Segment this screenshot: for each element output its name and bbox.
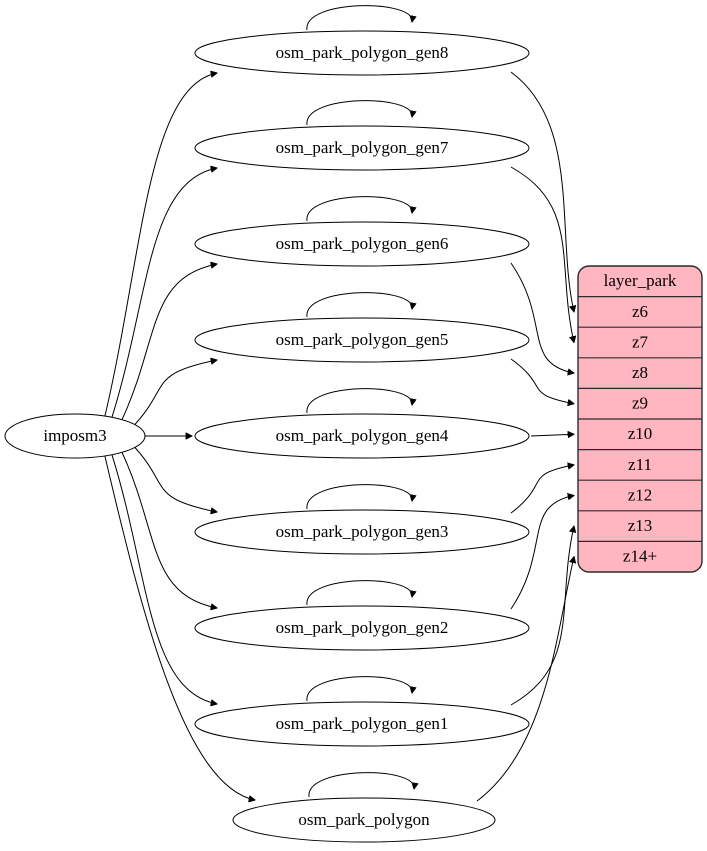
table-row-z10[interactable]: z10 [628,424,653,443]
node-gen3[interactable]: osm_park_polygon_gen3 [194,509,530,555]
node-gen1-label: osm_park_polygon_gen1 [276,714,449,733]
node-imposm3-label: imposm3 [43,426,106,445]
edge-imposm3-to-gen5 [132,360,217,427]
self-loop-edge-gen8 [306,5,412,31]
node-gen5-label: osm_park_polygon_gen5 [276,330,449,349]
node-gen6-label: osm_park_polygon_gen6 [276,234,449,253]
node-gen4-label: osm_park_polygon_gen4 [276,426,449,445]
node-gen7-shape [194,125,530,171]
self-loop-edge-gen5 [306,292,412,318]
node-gen4[interactable]: osm_park_polygon_gen4 [194,413,530,459]
node-gen6-shape [194,221,530,267]
layer-park-table[interactable]: layer_park z6 z7 z8 z9 z10 z11 z12 z13 z14+ [577,265,703,573]
node-gen8-label: osm_park_polygon_gen8 [276,43,449,62]
table-row-z14plus[interactable]: z14+ [623,547,657,566]
node-gen7[interactable]: osm_park_polygon_gen7 [194,125,530,171]
self-loop-edge-gen3 [306,484,412,510]
node-gen8-shape [194,30,530,76]
self-loop-edge-gen6 [306,196,412,222]
edge-gen1-to-z13 [510,526,574,706]
edge-gen4-to-z10 [530,434,574,436]
table-row-z9[interactable]: z9 [632,394,648,413]
table-row-z13[interactable]: z13 [628,516,653,535]
edge-imposm3-to-gen2 [121,451,217,608]
node-gen2[interactable]: osm_park_polygon_gen2 [194,605,530,651]
table-row-z8[interactable]: z8 [632,363,648,382]
node-base[interactable]: osm_park_polygon [232,797,496,843]
node-gen8[interactable]: osm_park_polygon_gen8 [194,30,530,76]
node-gen6[interactable]: osm_park_polygon_gen6 [194,221,530,267]
table-row-z7[interactable]: z7 [632,332,649,351]
edge-gen8-to-z6 [510,71,574,312]
self-loop-edge-gen1 [306,676,412,702]
edge-imposm3-to-gen6 [121,264,217,421]
node-gen2-shape [194,605,530,651]
edge-imposm3-to-gen3 [132,445,217,512]
edge-gen2-to-z12 [510,496,574,610]
edge-base-to-z14plus [476,557,574,802]
table-row-z12[interactable]: z12 [628,485,653,504]
node-gen3-shape [194,509,530,555]
node-gen2-label: osm_park_polygon_gen2 [276,618,449,637]
nodes-layer: imposm3 osm_park_polygon_gen8 osm_park_pol… [4,30,530,843]
table-row-z6[interactable]: z6 [632,302,648,321]
node-gen4-shape [194,413,530,459]
edge-imposm3-to-gen8 [104,73,217,417]
edge-gen7-to-z7 [510,166,574,343]
node-base-label: osm_park_polygon [298,810,430,829]
self-loop-edge-gen2 [306,580,412,606]
self-loop-edge-base [308,772,414,798]
edge-imposm3-to-base [104,455,255,800]
self-loop-edges-layer [306,5,414,798]
node-gen5[interactable]: osm_park_polygon_gen5 [194,317,530,363]
node-gen7-label: osm_park_polygon_gen7 [276,138,449,157]
self-loop-edge-gen4 [306,388,412,414]
node-gen1-shape [194,701,530,747]
node-gen5-shape [194,317,530,363]
node-gen3-label: osm_park_polygon_gen3 [276,522,449,541]
node-imposm3-shape [4,413,146,459]
node-imposm3[interactable]: imposm3 [4,413,146,459]
table-row-z11[interactable]: z11 [628,455,652,474]
edge-gen5-to-z9 [510,358,574,404]
node-base-shape [232,797,496,843]
edge-gen3-to-z11 [510,465,574,514]
edge-gen6-to-z8 [510,262,574,373]
node-gen1[interactable]: osm_park_polygon_gen1 [194,701,530,747]
layer-park-table-header: layer_park [604,271,677,290]
edge-imposm3-to-gen1 [111,453,217,704]
edges-layer [104,71,574,802]
self-loop-edge-gen7 [306,100,412,126]
edge-imposm3-to-gen7 [111,168,217,419]
